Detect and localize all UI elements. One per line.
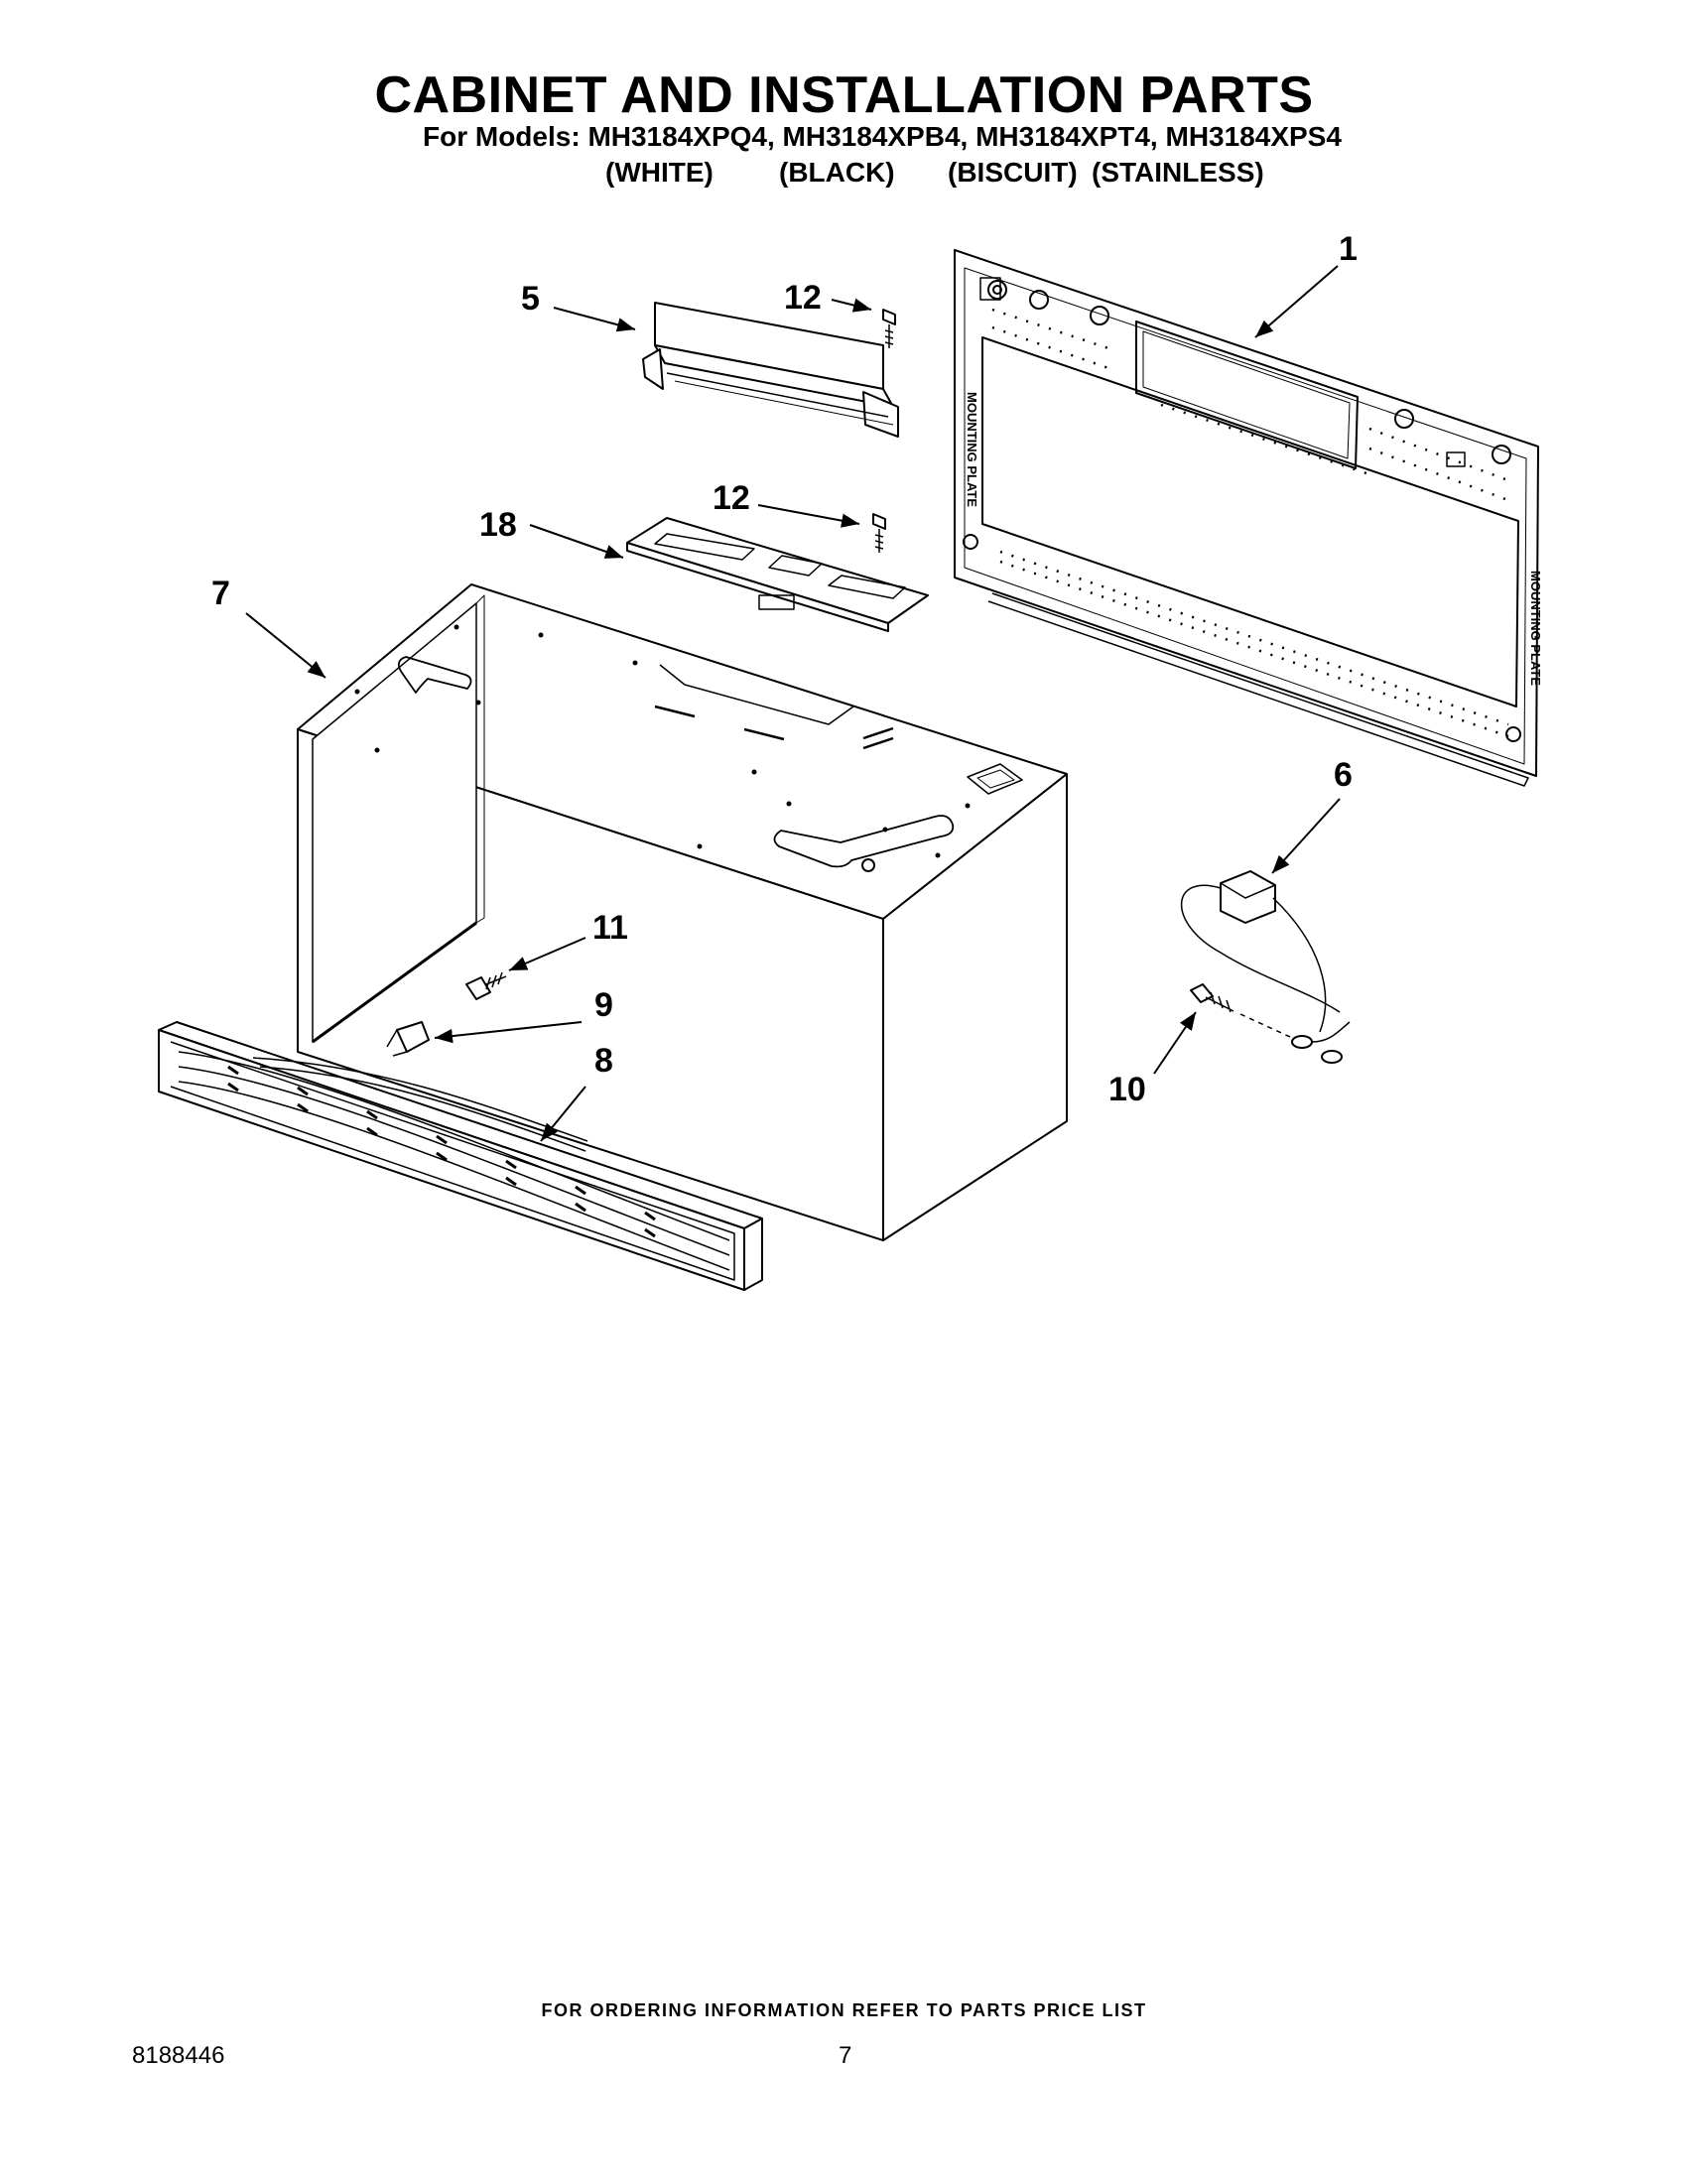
vent-plate bbox=[626, 517, 929, 632]
callout-12: 12 bbox=[784, 279, 822, 317]
callout-5: 5 bbox=[521, 280, 540, 318]
color-label-stainless: (STAINLESS) bbox=[1092, 157, 1264, 188]
callout-6: 6 bbox=[1334, 756, 1353, 794]
cabinet-wrapper bbox=[297, 583, 1068, 1241]
callout-11: 11 bbox=[592, 909, 628, 947]
leader-arrow-8 bbox=[540, 1086, 586, 1142]
page-title: CABINET AND INSTALLATION PARTS bbox=[374, 66, 1314, 124]
callout-1: 1 bbox=[1339, 230, 1358, 268]
leader-arrow-5 bbox=[553, 307, 636, 332]
color-label-white: (WHITE) bbox=[605, 157, 714, 188]
callout-7: 7 bbox=[211, 575, 230, 612]
leader-arrow-7 bbox=[245, 612, 326, 679]
page-number: 7 bbox=[839, 2042, 852, 2069]
thermal-cutout bbox=[1180, 870, 1341, 1033]
color-label-black: (BLACK) bbox=[779, 157, 895, 188]
plate-label-text: MOUNTING PLATE bbox=[965, 392, 979, 507]
leader-arrow-9 bbox=[434, 1021, 583, 1044]
screw bbox=[882, 309, 896, 348]
leader-arrow-18 bbox=[529, 524, 624, 559]
callout-10: 10 bbox=[1108, 1071, 1146, 1108]
callout-12: 12 bbox=[713, 479, 750, 517]
callout-18: 18 bbox=[479, 506, 517, 544]
grille-clip bbox=[386, 1021, 430, 1057]
leader-arrow-12b bbox=[757, 504, 860, 528]
bracket-screw bbox=[465, 971, 507, 1000]
callout-9: 9 bbox=[594, 986, 613, 1024]
callout-8: 8 bbox=[594, 1042, 613, 1080]
leader-arrow-12a bbox=[831, 298, 872, 313]
plate-label-text: MOUNTING PLATE bbox=[1528, 571, 1543, 686]
leader-arrow-10 bbox=[1153, 1011, 1197, 1075]
document-number: 8188446 bbox=[132, 2042, 225, 2069]
leader-arrow-1 bbox=[1254, 265, 1339, 338]
vent-bracket bbox=[642, 302, 899, 438]
screw bbox=[872, 513, 886, 553]
leader-arrow-11 bbox=[508, 937, 586, 971]
ground-screw bbox=[1190, 983, 1351, 1064]
ordering-note: FOR ORDERING INFORMATION REFER TO PARTS … bbox=[541, 2000, 1147, 2020]
color-label-biscuit: (BISCUIT) bbox=[948, 157, 1078, 188]
leader-arrow-6 bbox=[1271, 798, 1341, 874]
mounting-plate bbox=[954, 249, 1539, 787]
models-line: For Models: MH3184XPQ4, MH3184XPB4, MH31… bbox=[423, 121, 1342, 152]
